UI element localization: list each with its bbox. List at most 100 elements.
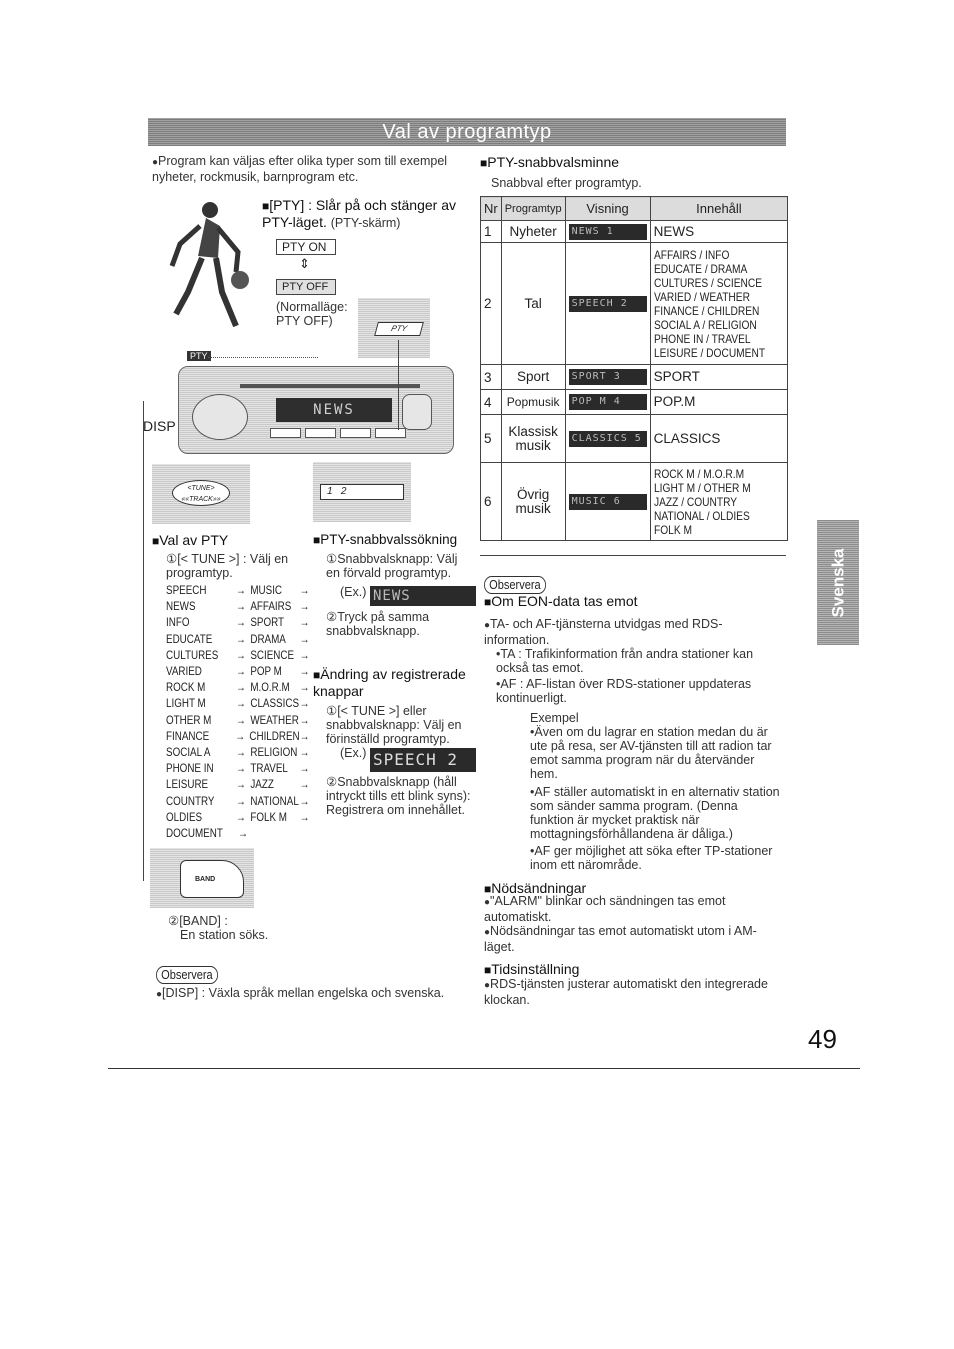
eon-exempel: Exempel <box>530 711 579 725</box>
arrow-right-icon: → <box>235 728 246 743</box>
pty-order-row: DOCUMENT→ <box>166 825 310 841</box>
minne-heading-text: PTY-snabbvalsminne <box>487 154 620 170</box>
observera-left-text: [DISP] : Växla språk mellan engelska och… <box>156 986 476 1002</box>
arrow-right-icon: → <box>236 745 246 760</box>
tune-key[interactable]: <TUNE> ««TRACK»» <box>172 480 230 506</box>
content-line: FINANCE / CHILDREN <box>653 303 759 318</box>
minne-subtitle: Snabbval efter programtyp. <box>491 176 642 190</box>
arrow-right-icon: → <box>236 583 246 597</box>
content-line: SPORT <box>653 369 700 384</box>
display-lcd: NEWS 1 <box>568 223 647 240</box>
observera-right-label: Observera <box>484 576 546 594</box>
arrow-right-icon: → <box>236 599 246 614</box>
cell-nr: 3 <box>480 364 502 390</box>
cell-innehall: POP.M <box>649 389 789 415</box>
pty-button-title-text: [PTY] : Slår på och stänger av PTY-läget… <box>262 197 457 230</box>
display-lcd: SPORT 3 <box>568 369 647 385</box>
arrow-right-icon: → <box>299 777 310 792</box>
pty-order-left: OLDIES <box>166 809 203 824</box>
arrow-right-icon: → <box>236 809 246 824</box>
preset-buttons <box>270 428 406 438</box>
preset-button[interactable] <box>375 428 406 438</box>
pty-order-row: LIGHT M→CLASSICS→ <box>166 695 310 711</box>
pty-order-left: FINANCE <box>166 728 210 743</box>
arrow-right-icon: → <box>299 761 310 776</box>
arrow-right-icon: → <box>236 696 246 711</box>
cd-slot <box>240 384 420 388</box>
pty-order-row: INFO→SPORT→ <box>166 614 310 630</box>
pty-order-right: JAZZ <box>250 777 274 792</box>
intro-text-content: Program kan väljas efter olika typer som… <box>152 154 448 184</box>
pty-order-row: COUNTRY→NATIONAL→ <box>166 793 310 809</box>
language-side-tab-label: Svenska <box>828 548 847 617</box>
tid-heading-text: Tidsinställning <box>491 961 580 977</box>
pty-button-title: [PTY] : Slår på och stänger av PTY-läget… <box>262 197 477 230</box>
pty-order-row: CULTURES→SCIENCE→ <box>166 647 310 663</box>
header-visning: Visning <box>564 196 651 221</box>
preset-key[interactable]: 1 2 <box>320 484 404 500</box>
content-line: NEWS <box>653 223 695 239</box>
content-line: LIGHT M / OTHER M <box>653 480 751 495</box>
preset-button[interactable] <box>305 428 336 438</box>
val-av-pty-heading: Val av PTY <box>152 532 228 549</box>
content-line: CULTURES / SCIENCE <box>653 275 762 290</box>
andring-heading-text: Ändring av registrerade knappar <box>313 666 466 699</box>
pty-order-right: SPORT <box>250 615 285 630</box>
cell-programtyp: Sport <box>500 364 566 390</box>
cell-visning: SPORT 3 <box>564 364 651 390</box>
pty-order-right: FOLK M <box>250 809 287 824</box>
cell-visning: MUSIC 6 <box>564 462 651 541</box>
arrow-right-icon: → <box>236 647 246 662</box>
display-lcd: CLASSICS 5 <box>568 430 647 447</box>
pty-key[interactable]: PTY <box>374 322 424 336</box>
content-line: NATIONAL / OLDIES <box>653 508 750 523</box>
eon-intro: TA- och AF-tjänsterna utvidgas med RDS-i… <box>484 617 779 647</box>
eon-heading: Om EON-data tas emot <box>484 593 637 610</box>
cell-visning: CLASSICS 5 <box>564 414 651 463</box>
pty-order-list: SPEECH→MUSIC→NEWS→AFFAIRS→INFO→SPORT→EDU… <box>166 582 316 841</box>
eon-intro-text: TA- och AF-tjänsterna utvidgas med RDS-i… <box>484 617 723 647</box>
nod-heading: Nödsändningar <box>484 880 586 897</box>
band-key[interactable]: BAND <box>180 860 244 898</box>
nod-item-1-text: "ALARM" blinkar och sändningen tas emot … <box>484 894 726 924</box>
observera-left-label: Observera <box>156 966 218 984</box>
observera-right-badge: Observera <box>484 576 557 594</box>
preset-button[interactable] <box>270 428 301 438</box>
volume-knob[interactable] <box>192 394 248 440</box>
cell-programtyp: Tal <box>500 242 566 365</box>
pty-order-row: NEWS→AFFAIRS→ <box>166 598 310 614</box>
cell-visning: SPEECH 2 <box>564 242 651 365</box>
andring-step1: ①[< TUNE >] eller snabbvalsknapp: Välj e… <box>326 704 462 746</box>
table-bottom-rule <box>480 555 786 556</box>
observera-left-text-content: [DISP] : Växla språk mellan engelska och… <box>162 986 445 1000</box>
preset-button[interactable] <box>340 428 371 438</box>
display-lcd: MUSIC 6 <box>568 493 647 510</box>
content-line: CLASSICS <box>653 430 721 446</box>
pty-order-row: EDUCATE→DRAMA→ <box>166 631 310 647</box>
arrow-right-icon: → <box>236 761 246 776</box>
pty-order-left: EDUCATE <box>166 631 213 646</box>
arrow-right-icon: → <box>299 615 310 630</box>
arrow-right-icon: → <box>236 793 246 808</box>
observera-left-badge: Observera <box>156 966 229 984</box>
content-line: JAZZ / COUNTRY <box>653 494 737 509</box>
cell-nr: 1 <box>480 220 502 243</box>
pty-order-row: OTHER M→WEATHER→ <box>166 712 310 728</box>
pty-order-row: SPEECH→MUSIC→ <box>166 582 310 598</box>
header-programtyp: Programtyp <box>500 196 566 221</box>
nod-heading-text: Nödsändningar <box>491 880 587 896</box>
pty-order-row: VARIED→POP M→ <box>166 663 310 679</box>
eject-button[interactable] <box>402 394 432 430</box>
arrow-right-icon: → <box>238 826 248 841</box>
arrow-right-icon: → <box>299 696 310 711</box>
pty-order-row: OLDIES→FOLK M→ <box>166 809 310 825</box>
content-line: AFFAIRS / INFO <box>653 247 729 262</box>
nod-item-2-text: Nödsändningar tas emot automatiskt utom … <box>484 924 757 954</box>
arrow-right-icon: → <box>299 745 310 760</box>
arrow-right-icon: → <box>236 615 246 630</box>
display-lcd: SPEECH 2 <box>568 295 647 312</box>
